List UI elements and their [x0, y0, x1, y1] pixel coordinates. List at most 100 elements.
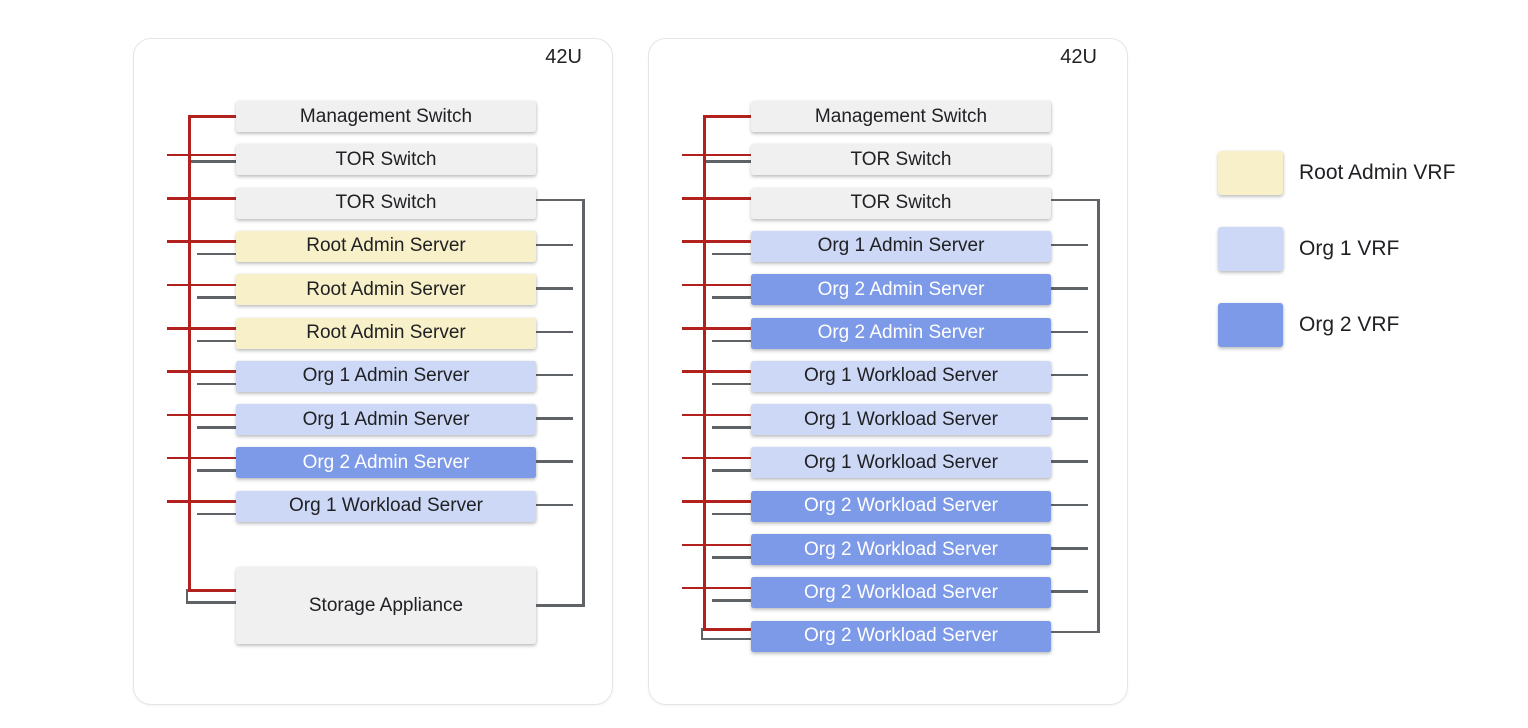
- data-network-line: [700, 637, 751, 641]
- data-network-line: [536, 330, 573, 333]
- data-network-line: [1051, 630, 1100, 634]
- data-network-line: [700, 628, 703, 641]
- data-network-line: [536, 243, 573, 247]
- mgmt-network-line: [167, 456, 236, 460]
- data-network-line: [712, 339, 751, 342]
- rack-unit-management-switch: Management Switch: [751, 101, 1051, 132]
- rack-unit-org-2-workload-server: Org 2 Workload Server: [751, 490, 1051, 522]
- rack-unit-org-1-workload-server: Org 1 Workload Server: [236, 490, 536, 522]
- rack-capacity-label: 42U: [1060, 46, 1097, 68]
- rack-unit-root-admin-server: Root Admin Server: [236, 274, 536, 306]
- data-network-line: [1051, 503, 1088, 507]
- data-network-line: [536, 417, 573, 420]
- data-network-line: [536, 460, 573, 463]
- data-network-line: [1051, 590, 1088, 593]
- root-vrf-swatch: [1218, 151, 1283, 195]
- data-network-line: [197, 382, 236, 386]
- rack-unit-org-2-admin-server: Org 2 Admin Server: [236, 447, 536, 479]
- mgmt-network-line: [188, 115, 191, 592]
- data-network-line: [197, 339, 236, 342]
- rack-unit-org-1-workload-server: Org 1 Workload Server: [751, 404, 1051, 436]
- data-network-line: [197, 296, 236, 299]
- data-network-line: [1051, 547, 1088, 550]
- data-network-line: [712, 252, 751, 256]
- data-network-line: [712, 296, 751, 299]
- rack-unit-tor-switch: TOR Switch: [751, 144, 1051, 176]
- data-network-line: [1051, 460, 1088, 463]
- mgmt-network-line: [703, 628, 751, 631]
- data-network-line: [712, 382, 751, 386]
- rack-unit-org-1-admin-server: Org 1 Admin Server: [236, 360, 536, 392]
- rack-unit-org-1-workload-server: Org 1 Workload Server: [751, 360, 1051, 392]
- data-network-line: [536, 503, 573, 507]
- data-network-line: [197, 469, 236, 472]
- mgmt-network-line: [167, 240, 236, 243]
- data-network-line: [185, 601, 236, 604]
- data-network-line: [703, 160, 751, 163]
- rack-unit-org-1-admin-server: Org 1 Admin Server: [751, 230, 1051, 262]
- data-network-line: [197, 252, 236, 256]
- mgmt-network-line: [167, 153, 236, 157]
- mgmt-network-line: [167, 500, 236, 503]
- mgmt-network-line: [167, 413, 236, 417]
- mgmt-network-line: [682, 283, 751, 287]
- rack-unit-management-switch: Management Switch: [236, 101, 536, 132]
- data-network-line: [1051, 417, 1088, 420]
- data-network-line: [536, 198, 585, 202]
- data-network-line: [1051, 330, 1088, 333]
- data-network-line: [1051, 373, 1088, 377]
- data-network-line: [185, 589, 188, 604]
- rack-unit-org-1-admin-server: Org 1 Admin Server: [236, 404, 536, 436]
- mgmt-network-line: [682, 586, 751, 590]
- data-network-line: [1051, 287, 1088, 290]
- data-network-line: [1051, 198, 1100, 202]
- mgmt-network-line: [682, 153, 751, 157]
- data-network-line: [582, 198, 585, 607]
- mgmt-network-line: [167, 327, 236, 330]
- org2-vrf-swatch: [1218, 303, 1283, 347]
- rack-unit-tor-switch: TOR Switch: [236, 144, 536, 176]
- rack-unit-tor-switch: TOR Switch: [236, 187, 536, 219]
- data-network-line: [712, 512, 751, 516]
- legend-item-root-admin-vrf: Root Admin VRF: [1218, 151, 1455, 195]
- data-network-line: [536, 287, 573, 290]
- mgmt-network-line: [703, 115, 751, 118]
- legend-label: Org 2 VRF: [1299, 313, 1400, 336]
- rack-unit-org-2-workload-server: Org 2 Workload Server: [751, 620, 1051, 652]
- rack-unit-storage-appliance: Storage Appliance: [236, 567, 536, 644]
- rack-unit-org-2-workload-server: Org 2 Workload Server: [751, 577, 1051, 609]
- data-network-line: [188, 160, 236, 163]
- mgmt-network-line: [167, 283, 236, 287]
- mgmt-network-line: [682, 240, 751, 243]
- rack-unit-org-2-admin-server: Org 2 Admin Server: [751, 317, 1051, 349]
- mgmt-network-line: [682, 197, 751, 200]
- legend-label: Org 1 VRF: [1299, 237, 1400, 260]
- data-network-line: [536, 604, 585, 607]
- rack-unit-root-admin-server: Root Admin Server: [236, 317, 536, 349]
- data-network-line: [197, 512, 236, 516]
- mgmt-network-line: [682, 500, 751, 503]
- org1-vrf-swatch: [1218, 227, 1283, 271]
- mgmt-network-line: [703, 115, 706, 631]
- mgmt-network-line: [682, 456, 751, 460]
- mgmt-network-line: [682, 370, 751, 373]
- data-network-line: [712, 426, 751, 429]
- legend-item-org-2-vrf: Org 2 VRF: [1218, 303, 1399, 347]
- data-network-line: [1097, 198, 1100, 634]
- data-network-line: [1051, 243, 1088, 247]
- mgmt-network-line: [682, 413, 751, 417]
- mgmt-network-line: [682, 327, 751, 330]
- rack-unit-org-1-workload-server: Org 1 Workload Server: [751, 447, 1051, 479]
- mgmt-network-line: [682, 543, 751, 546]
- data-network-line: [712, 469, 751, 472]
- rack-unit-tor-switch: TOR Switch: [751, 187, 1051, 219]
- data-network-line: [197, 426, 236, 429]
- legend-label: Root Admin VRF: [1299, 161, 1456, 184]
- mgmt-network-line: [167, 370, 236, 373]
- mgmt-network-line: [188, 589, 236, 592]
- rack-unit-org-2-admin-server: Org 2 Admin Server: [751, 274, 1051, 306]
- mgmt-network-line: [188, 115, 236, 118]
